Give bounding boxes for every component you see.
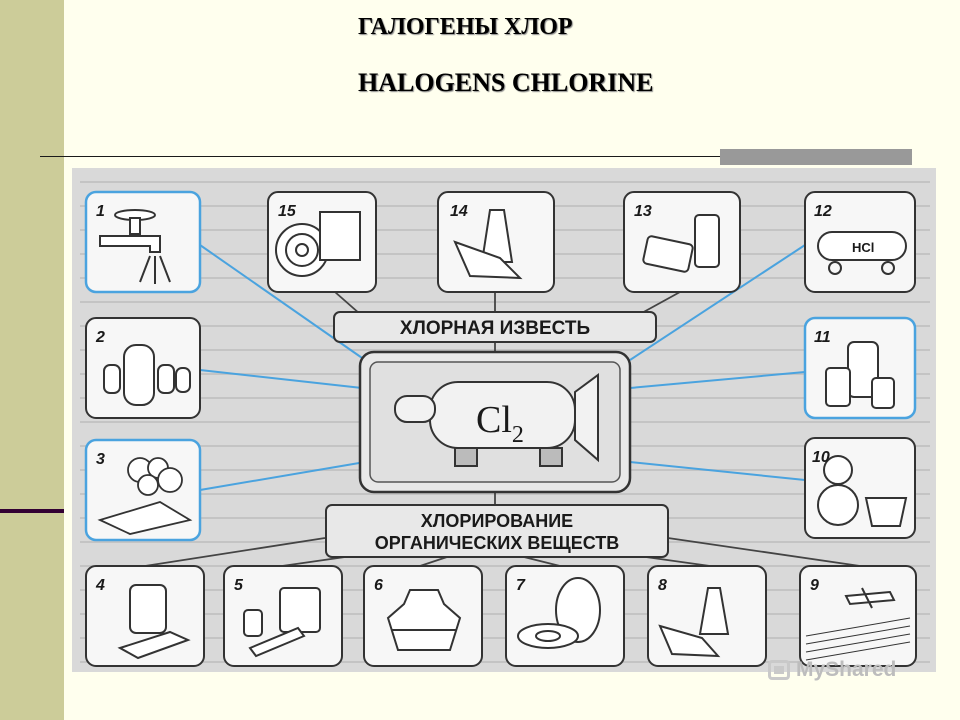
center-formula: Cl2 <box>476 399 524 448</box>
box-4-number: 4 <box>95 577 105 594</box>
medicine-bottles-icon <box>825 341 895 409</box>
title-english: HALOGENS CHLORINE <box>358 68 654 97</box>
box-12 <box>804 191 916 293</box>
box-8 <box>647 565 767 667</box>
watermark-text: MyShared <box>796 658 897 681</box>
box-8-number: 8 <box>658 577 667 594</box>
box-14 <box>437 191 555 293</box>
box-6-number: 6 <box>374 577 383 594</box>
box-14-number: 14 <box>450 203 468 220</box>
box-3-number: 3 <box>96 451 105 468</box>
box-10-number: 10 <box>812 449 830 466</box>
box-4 <box>85 565 205 667</box>
box-15 <box>267 191 377 293</box>
box-5-number: 5 <box>234 577 244 594</box>
field-spray-icon <box>97 457 193 535</box>
label-chlorination-line2: ОРГАНИЧЕСКИХ ВЕЩЕСТВ <box>375 533 620 553</box>
label-bleach-frame <box>333 311 657 343</box>
left-accent-line <box>0 509 64 513</box>
tank-label-hcl: HCl <box>852 240 874 255</box>
box-5 <box>223 565 343 667</box>
title-divider <box>40 156 912 157</box>
faucet-icon <box>99 209 171 284</box>
box-9-number: 9 <box>810 577 819 594</box>
title-russian: ГАЛОГЕНЫ ХЛОР <box>358 14 573 40</box>
box-15-number: 15 <box>278 203 297 220</box>
box-11-number: 11 <box>814 329 831 346</box>
divider-accent <box>720 149 912 165</box>
watermark: MyShared <box>768 658 896 682</box>
chlorine-tank-icon <box>394 373 599 467</box>
box-13 <box>623 191 741 293</box>
box-12-number: 12 <box>814 203 832 220</box>
label-bleach: ХЛОРНАЯ ИЗВЕСТЬ <box>400 318 590 339</box>
box-10 <box>804 437 916 539</box>
box-7 <box>505 565 625 667</box>
box-13-number: 13 <box>634 203 652 220</box>
label-chlorination-line1: ХЛОРИРОВАНИЕ <box>421 511 573 531</box>
left-accent-bar <box>0 0 64 720</box>
myshared-logo-icon <box>768 660 790 680</box>
box-6 <box>363 565 483 667</box>
box-9 <box>799 565 917 667</box>
box-7-number: 7 <box>516 577 526 594</box>
chlorine-uses-diagram: ХЛОРНАЯ ИЗВЕСТЬ Cl2 ХЛОРИРОВАНИЕ ОРГАНИЧ… <box>72 168 936 672</box>
box-2-number: 2 <box>95 329 105 346</box>
box-2 <box>85 317 201 419</box>
box-1-number: 1 <box>96 203 105 220</box>
label-chlorination-frame <box>325 504 669 558</box>
